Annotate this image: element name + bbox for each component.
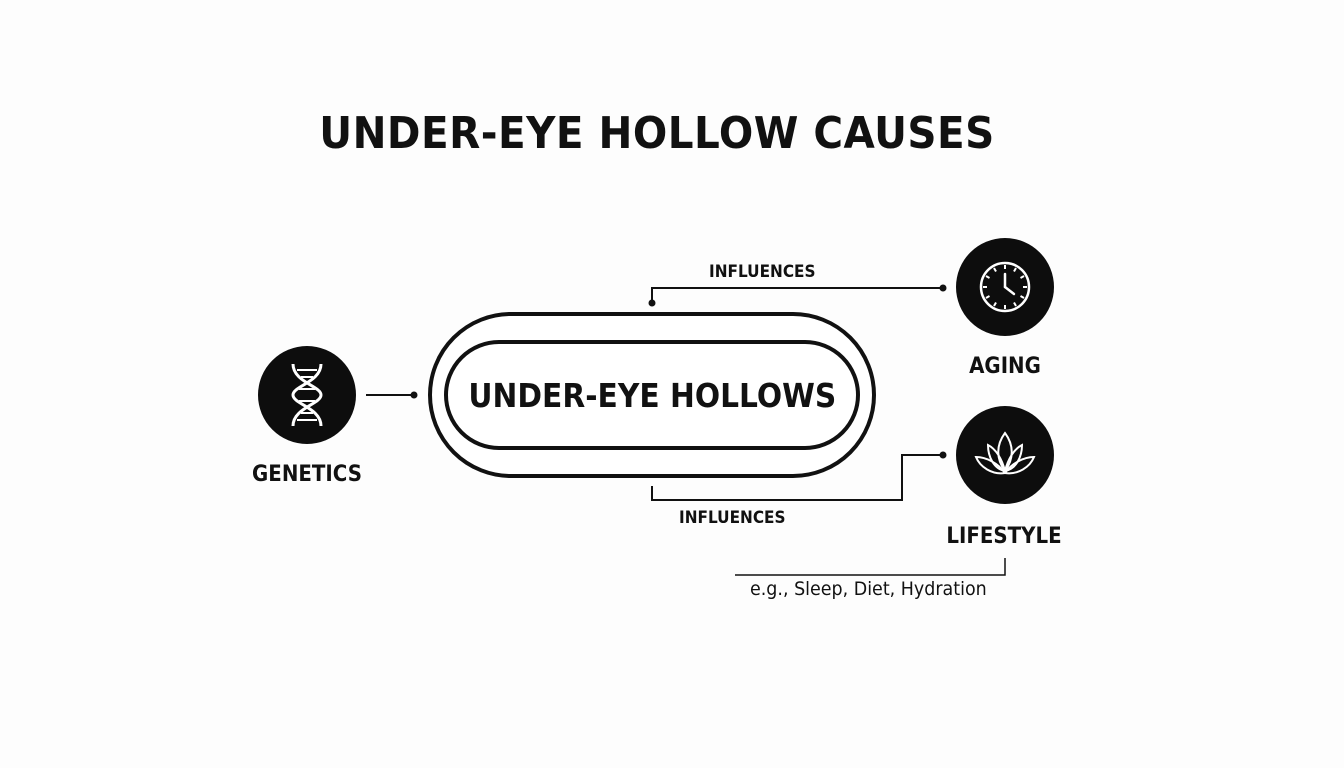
lifestyle-connector-dot bbox=[939, 451, 947, 459]
aging-node bbox=[956, 238, 1054, 336]
center-node: UNDER-EYE HOLLOWS bbox=[428, 312, 876, 478]
lifestyle-edge-label: INFLUENCES bbox=[679, 508, 786, 528]
genetics-label: GENETICS bbox=[252, 462, 362, 487]
center-node-inner: UNDER-EYE HOLLOWS bbox=[444, 340, 860, 450]
clock-icon bbox=[979, 261, 1031, 313]
diagram-title: UNDER-EYE HOLLOW CAUSES bbox=[319, 108, 995, 159]
genetics-connector-dot bbox=[410, 391, 418, 399]
lifestyle-connector bbox=[651, 454, 943, 501]
note-bracket bbox=[735, 558, 1006, 576]
aging-connector bbox=[651, 287, 943, 303]
aging-connector-dot-end bbox=[939, 284, 947, 292]
aging-edge-label: INFLUENCES bbox=[709, 262, 816, 282]
center-node-label: UNDER-EYE HOLLOWS bbox=[468, 375, 836, 415]
lotus-icon bbox=[974, 431, 1036, 475]
dna-icon bbox=[291, 363, 323, 427]
lifestyle-note: e.g., Sleep, Diet, Hydration bbox=[750, 578, 987, 600]
genetics-node bbox=[258, 346, 356, 444]
aging-label: AGING bbox=[969, 354, 1041, 379]
lifestyle-node bbox=[956, 406, 1054, 504]
lifestyle-label: LIFESTYLE bbox=[946, 524, 1062, 549]
aging-connector-dot-start bbox=[648, 299, 656, 307]
